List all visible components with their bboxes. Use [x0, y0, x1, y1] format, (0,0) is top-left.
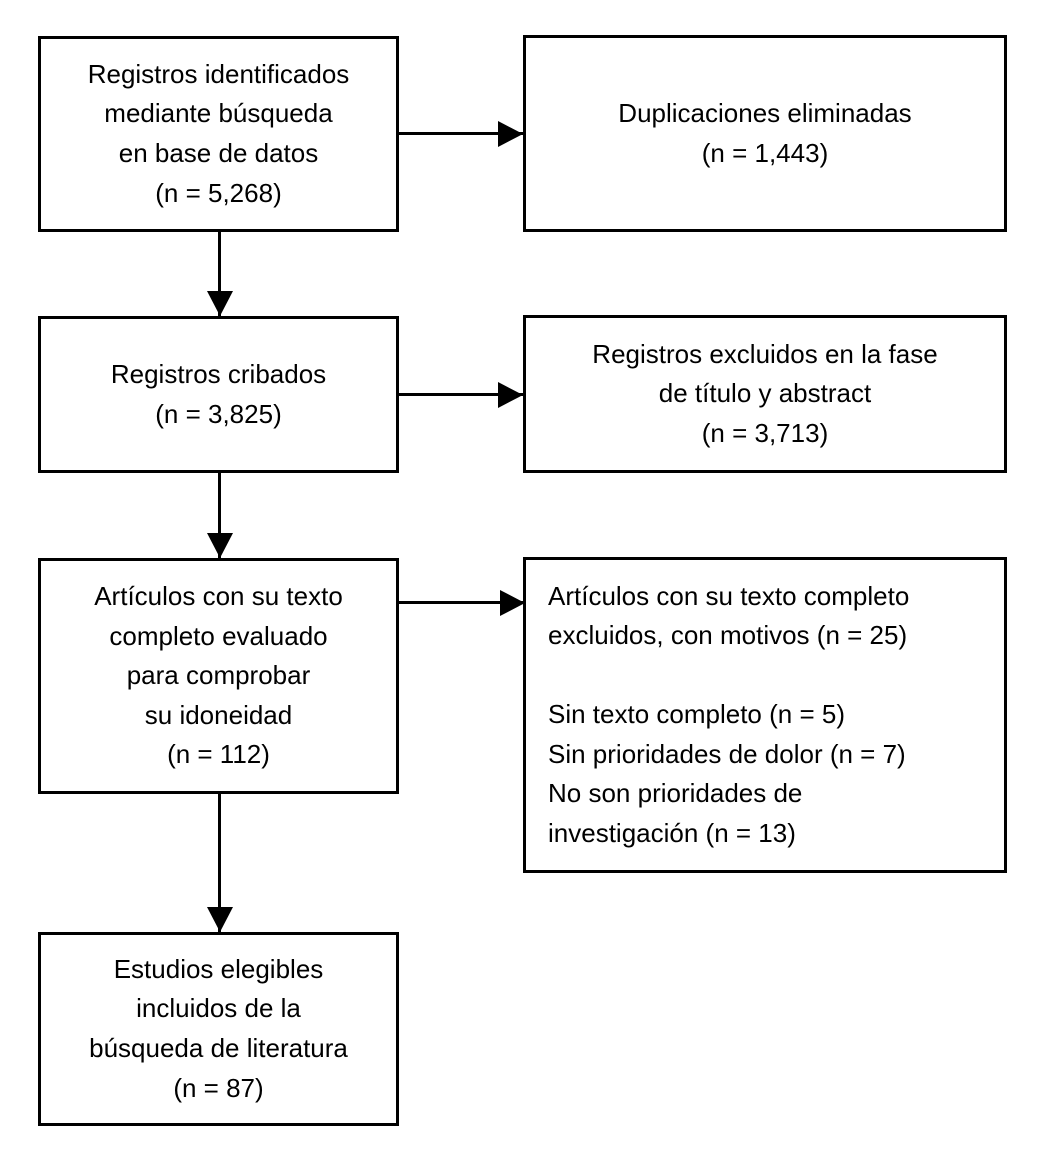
arrow-right-icon-assessed-to-excluded [399, 601, 525, 604]
box-excluded-title-abstract: Registros excluidos en la fase de título… [523, 315, 1007, 473]
arrow-down-icon-assessed-to-included [218, 794, 221, 932]
box-duplicates-removed: Duplicaciones eliminadas (n = 1,443) [523, 35, 1007, 232]
box-studies-included: Estudios elegibles incluidos de la búsqu… [38, 932, 399, 1126]
arrow-right-icon-identified-to-duplicates [399, 132, 523, 135]
arrow-right-icon-screened-to-excluded [399, 393, 523, 396]
box-records-identified: Registros identificados mediante búsqued… [38, 36, 399, 232]
box-records-screened: Registros cribados (n = 3,825) [38, 316, 399, 473]
arrow-down-icon-identified-to-screened [218, 232, 221, 316]
box-fulltext-assessed: Artículos con su texto completo evaluado… [38, 558, 399, 794]
arrow-down-icon-screened-to-assessed [218, 473, 221, 558]
box-fulltext-excluded: Artículos con su texto completo excluido… [523, 557, 1007, 873]
